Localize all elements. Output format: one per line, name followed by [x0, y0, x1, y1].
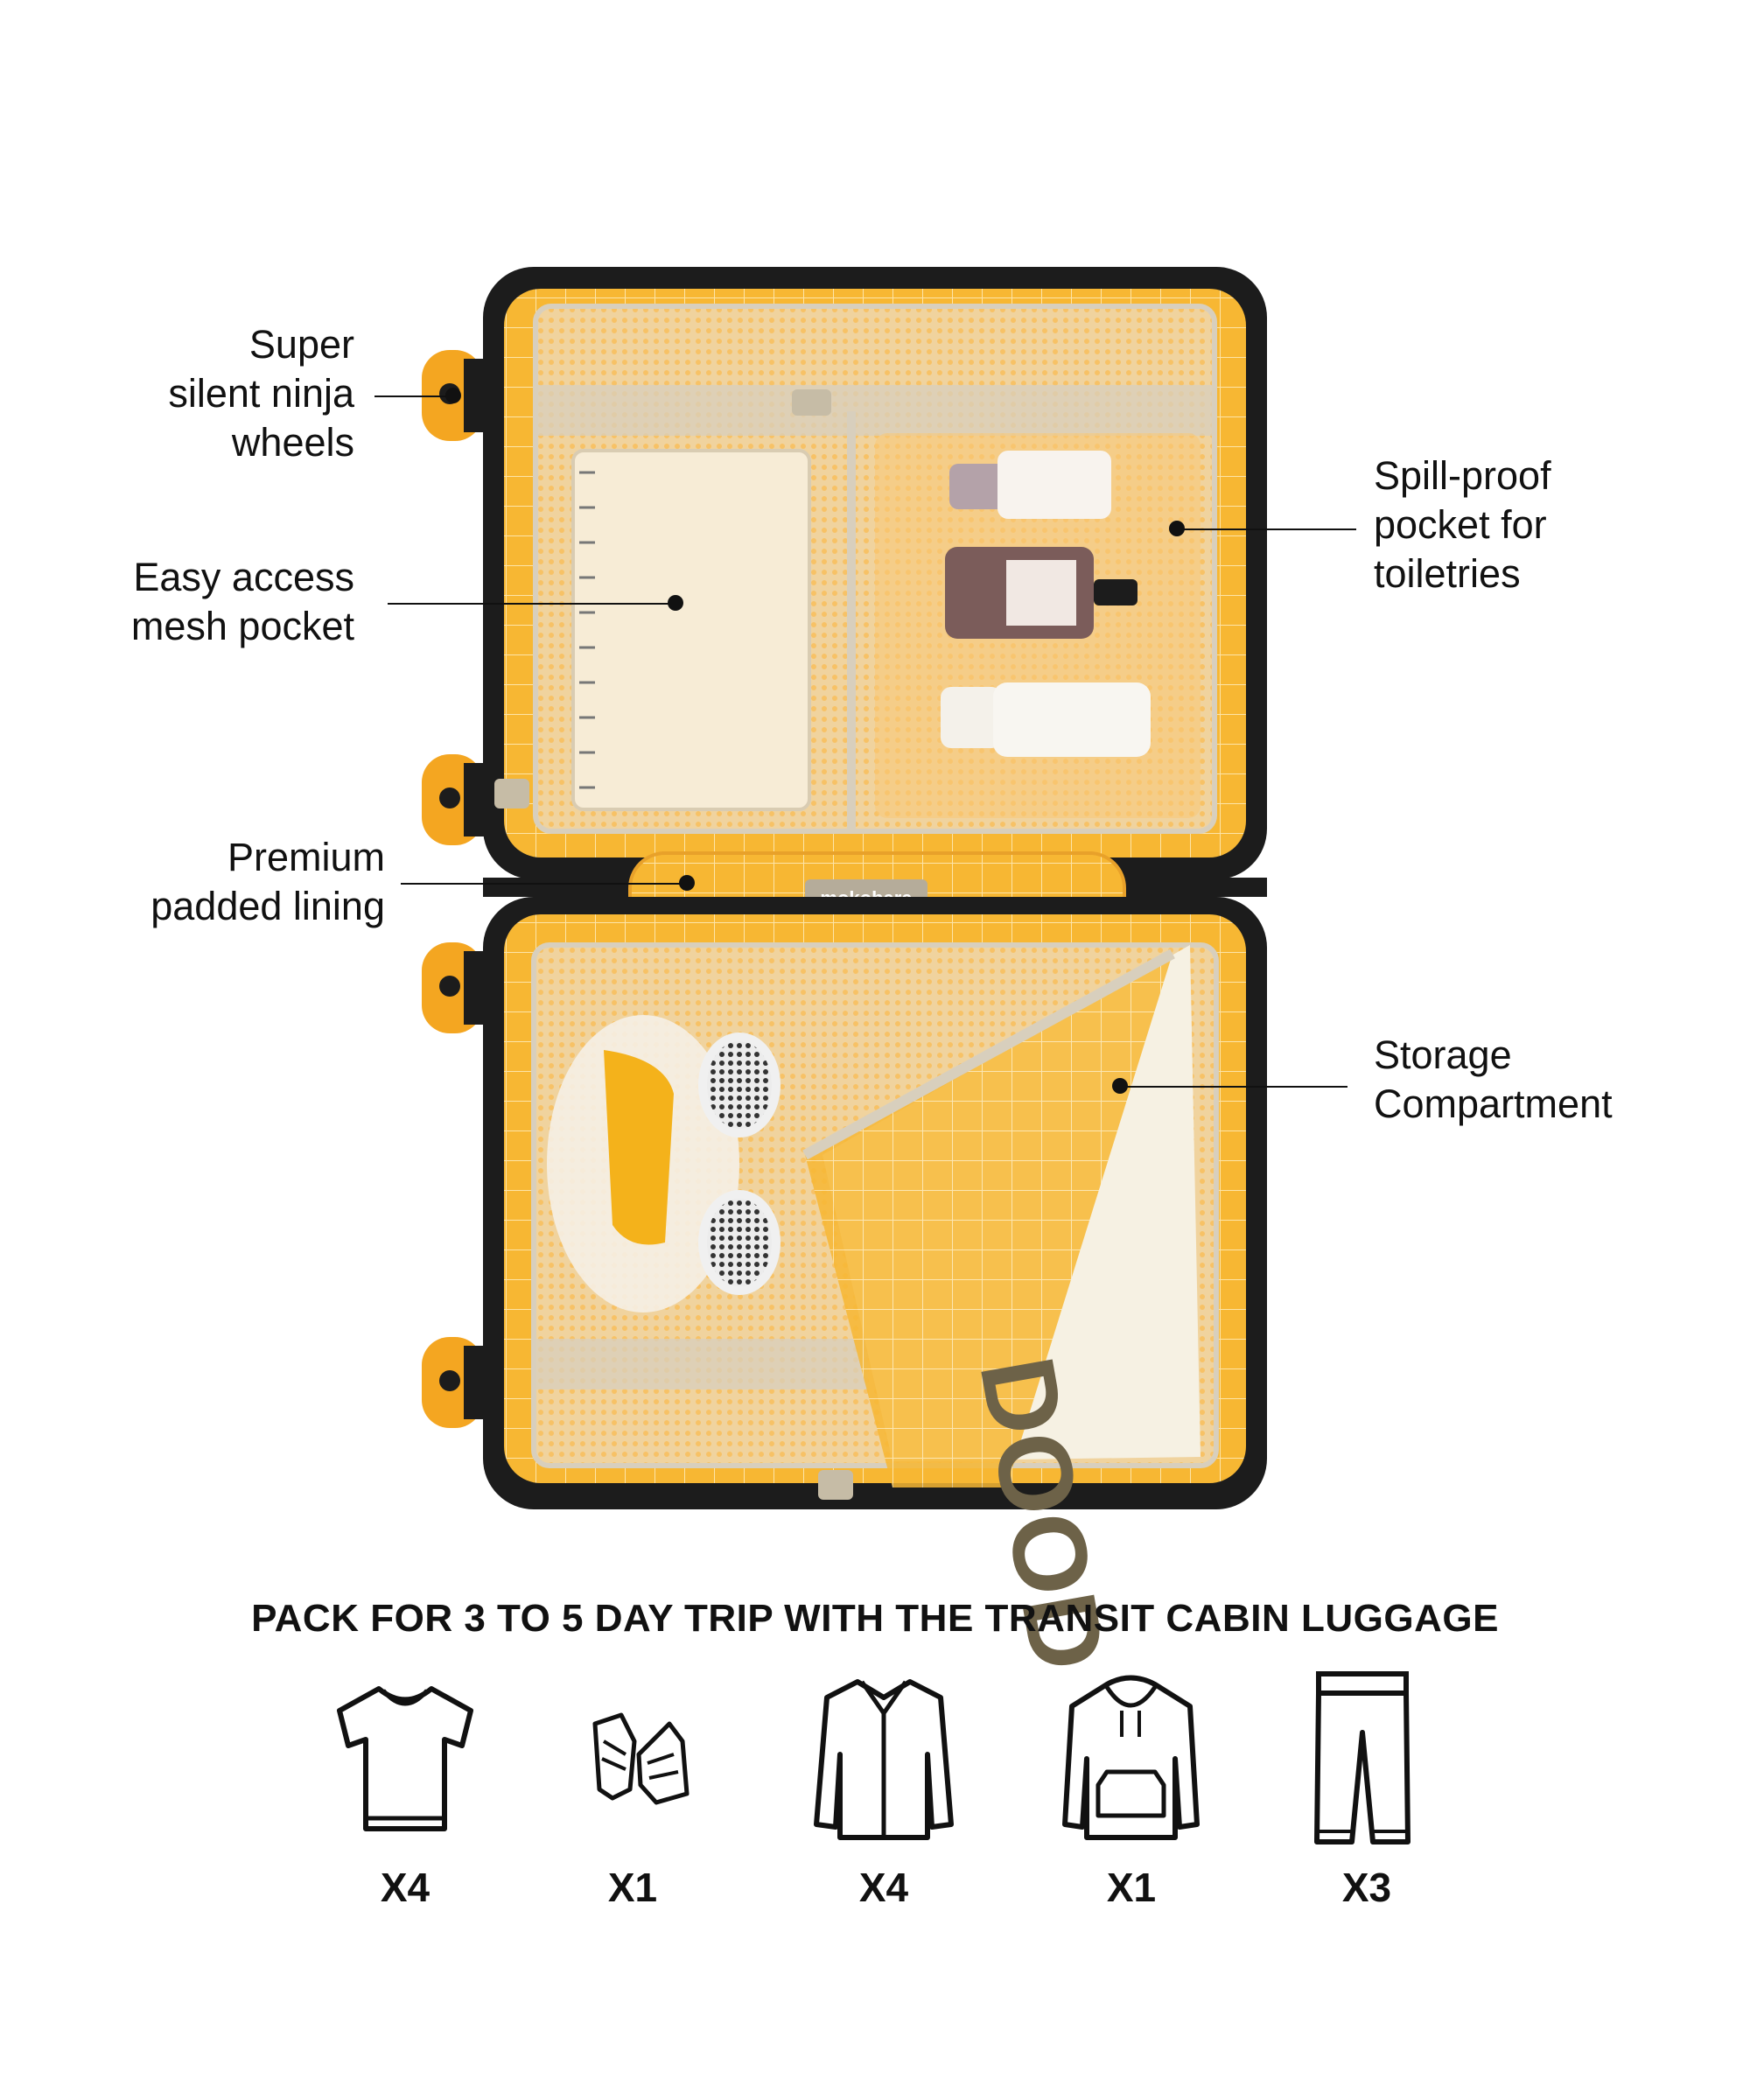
- padded-lining: [628, 851, 1126, 935]
- callout-mesh-pocket-line: Easy access: [133, 555, 354, 599]
- sneakers-count: X1: [607, 1865, 658, 1910]
- toiletries-dot: [1169, 521, 1185, 536]
- storage-compartment: DOOD: [802, 945, 1200, 1679]
- callout-wheels-line: wheels: [231, 420, 354, 465]
- lower-shell: [483, 897, 1267, 1509]
- hoodie-icon: [1062, 1675, 1200, 1840]
- sneakers-icon: [592, 1712, 690, 1805]
- callout-lining: Premium padded lining: [150, 833, 385, 931]
- callout-mesh-pocket: Easy access mesh pocket: [131, 553, 354, 651]
- wheels-dot: [445, 388, 461, 403]
- upper-shell: [483, 267, 1267, 879]
- callout-lining-line: padded lining: [150, 884, 385, 928]
- toiletry-tube: [949, 451, 1111, 519]
- notebook: [571, 449, 811, 811]
- trousers-count: X3: [1341, 1865, 1392, 1910]
- tshirt-icon: [337, 1686, 473, 1831]
- mesh-pocket-leader-line: [388, 603, 676, 605]
- callout-toiletries-line: toiletries: [1374, 551, 1521, 596]
- storage-dot: [1112, 1078, 1128, 1094]
- callout-lining-line: Premium: [227, 835, 385, 879]
- toiletry-pocket: [875, 433, 1200, 818]
- lining-dot: [679, 875, 695, 891]
- lower-mesh-panel: [531, 942, 1219, 1468]
- toiletry-tube: [941, 682, 1151, 757]
- sunglasses: [698, 1032, 780, 1295]
- wheels-leader-line: [374, 396, 453, 397]
- lining-leader-line: [401, 883, 687, 885]
- callout-toiletries-line: pocket for: [1374, 502, 1547, 547]
- hoodie-count: X1: [1106, 1865, 1157, 1910]
- packing-headline: PACK FOR 3 TO 5 DAY TRIP WITH THE TRANSI…: [251, 1597, 1499, 1640]
- tshirt-count: X4: [380, 1865, 430, 1910]
- shirt-icon: [814, 1679, 954, 1840]
- wheel: [422, 942, 486, 1033]
- eye-mask: [547, 1015, 739, 1312]
- upper-mesh-panel: [533, 304, 1217, 834]
- callout-storage-line: Storage: [1374, 1032, 1512, 1077]
- wheel: [422, 754, 486, 845]
- callout-wheels: Super silent ninja wheels: [168, 320, 354, 467]
- callout-wheels-line: silent ninja: [168, 371, 354, 416]
- wheel: [422, 1337, 486, 1428]
- callout-wheels-line: Super: [248, 322, 354, 367]
- callout-storage-line: Compartment: [1374, 1082, 1613, 1126]
- toiletry-bottle: [945, 547, 1138, 639]
- storage-leader-line: [1120, 1086, 1348, 1088]
- callout-toiletries-line: Spill-proof: [1374, 453, 1551, 498]
- shirt-count: X4: [858, 1865, 909, 1910]
- toiletries-leader-line: [1177, 528, 1356, 530]
- brand-tag: [805, 879, 928, 916]
- mesh-pocket-dot: [668, 595, 683, 611]
- callout-toiletries: Spill-proof pocket for toiletries: [1374, 452, 1551, 598]
- brand-label: mokobara: [820, 887, 913, 909]
- trousers-icon: [1314, 1671, 1410, 1844]
- callout-storage: Storage Compartment: [1374, 1031, 1613, 1129]
- callout-mesh-pocket-line: mesh pocket: [130, 604, 354, 648]
